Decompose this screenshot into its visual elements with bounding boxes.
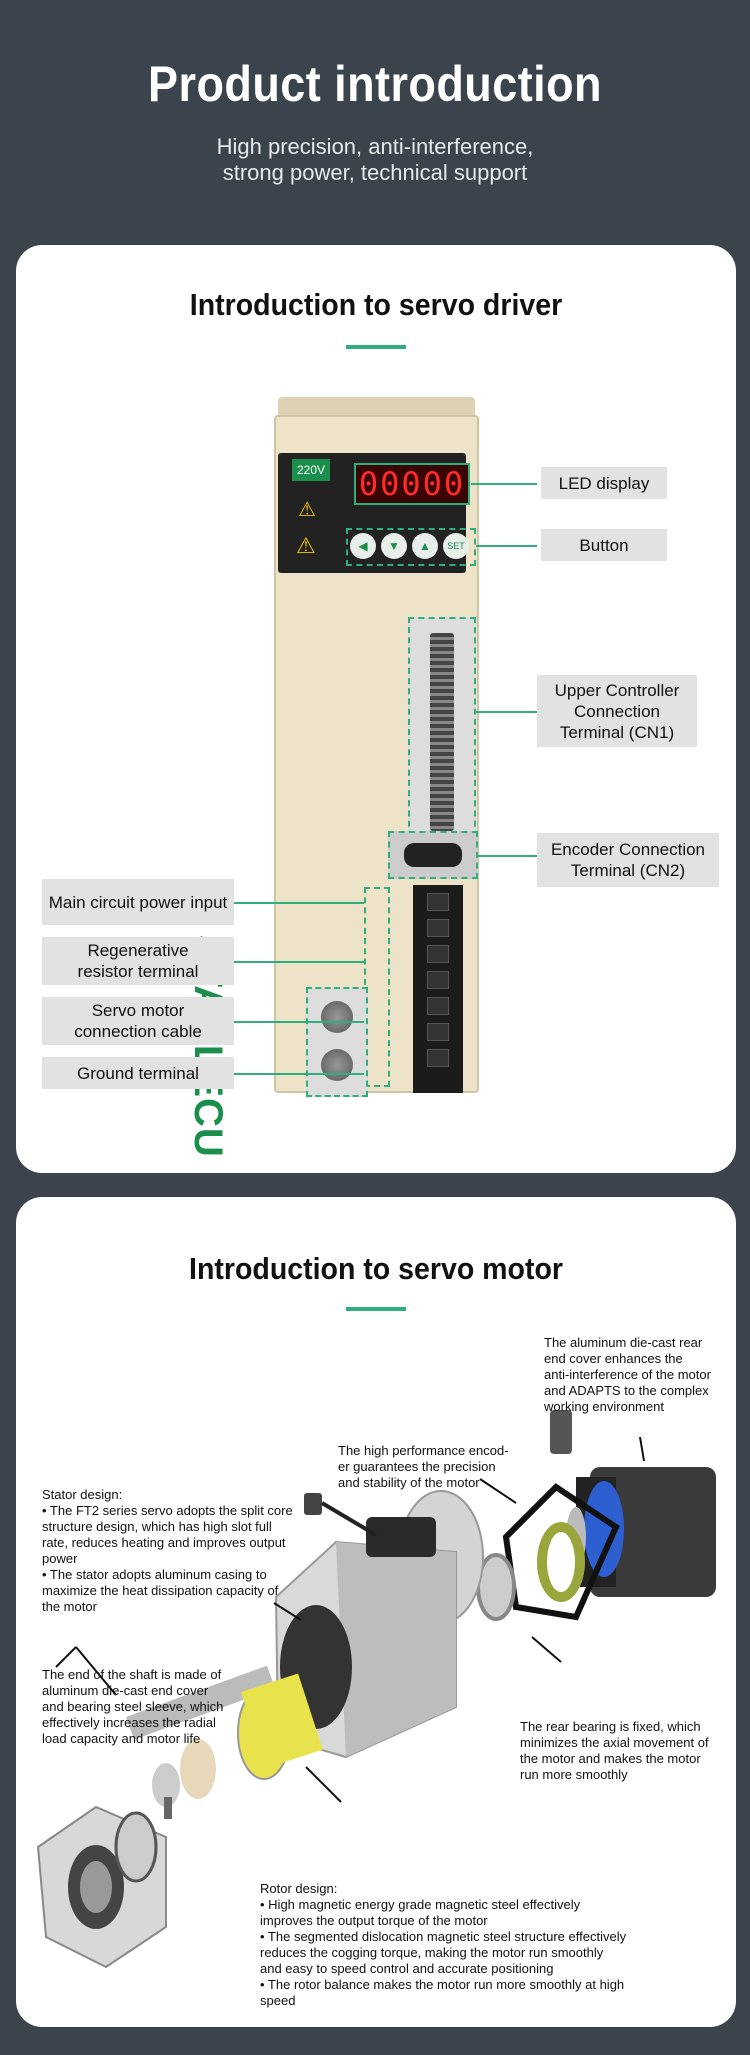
electric-warning-icon: ⚠ [296,533,316,558]
label-button: Button [541,529,667,561]
note-line: The end of the shaft is made of [42,1667,222,1682]
label-motor-cable: Servo motor connection cable [42,997,234,1045]
note-line: • The FT2 series servo adopts the split … [42,1503,293,1518]
note-line: and ADAPTS to the complex [544,1383,709,1398]
ground-screws [306,987,368,1097]
driver-section-title: Introduction to servo driver [189,287,563,322]
label-motor-line: connection cable [74,1022,202,1041]
note-stator: Stator design: • The FT2 series servo ad… [42,1487,312,1615]
note-line: • The segmented dislocation magnetic ste… [260,1929,627,1944]
note-line: the motor and makes the motor [520,1751,701,1766]
note-line: anti-interference of the motor [544,1367,711,1382]
note-line: and bearing steel sleeve, which [42,1699,224,1714]
note-line: power [42,1551,78,1566]
voltage-badge: 220V [292,459,330,481]
driver-top-vent [278,397,475,419]
label-motor-line: Servo motor [91,1001,185,1020]
note-line: er guarantees the precision [338,1459,496,1474]
left-key: ◀ [350,533,376,559]
title-accent-bar [346,345,406,349]
note-line: The rear bearing is fixed, which [520,1719,701,1734]
label-regen-line: Regenerative [87,941,189,960]
note-line: load capacity and motor life [42,1731,201,1746]
subtitle-line-2: strong power, technical support [222,160,528,185]
label-cn1-line: Upper Controller [554,680,680,700]
cn2-pins [404,843,462,867]
led-display: 00000 [354,463,470,505]
led-digits: 00000 [358,465,466,503]
hero-banner: Product introduction High precision, ant… [0,0,750,240]
set-key: SET [443,533,469,559]
note-line: aluminum die-cast end cover [42,1683,209,1698]
leader-cn1 [476,711,537,713]
title-accent-bar [346,1307,406,1311]
note-line: and stability of the motor [338,1475,480,1490]
note-line: speed [260,1993,296,2008]
leader-ground [234,1073,364,1075]
note-bearing: The rear bearing is fixed, which minimiz… [520,1719,730,1783]
note-encoder: The high performance encod- er guarantee… [338,1443,528,1491]
note-line: Rotor design: [260,1881,338,1896]
cn2-connector [388,831,478,879]
note-line: working environment [544,1399,664,1414]
label-led-display: LED display [541,467,667,499]
leader-main-power [234,902,364,904]
note-line: the motor [42,1599,97,1614]
label-regen: Regenerative resistor terminal [42,937,234,985]
note-line: end cover enhances the [544,1351,683,1366]
subtitle-line-1: High precision, anti-interference, [216,134,534,159]
page-subtitle: High precision, anti-interference, stron… [0,134,750,186]
page-title: Product introduction [148,56,602,112]
cn1-connector [408,617,476,847]
motor-section-title: Introduction to servo motor [189,1251,563,1286]
label-cn1-line: Connection [573,701,660,721]
hot-surface-warning-icon: ⚠ [298,499,316,521]
servo-motor-card: Introduction to servo motor [16,1197,736,2027]
note-line: structure design, which has high slot fu… [42,1519,272,1534]
label-ground: Ground terminal [42,1057,234,1089]
note-line: minimizes the axial movement of [520,1735,709,1750]
screw-icon [321,1049,353,1081]
note-line: The aluminum die-cast rear [544,1335,703,1350]
leader-led [471,483,537,485]
note-shaft: The end of the shaft is made of aluminum… [42,1667,262,1747]
label-cn2-line: Encoder Connection [550,840,706,859]
note-line: Stator design: [42,1487,123,1502]
down-key: ▼ [381,533,407,559]
leader-regen [234,961,364,963]
note-line: run more smoothly [520,1767,628,1782]
leader-button [476,545,537,547]
label-regen-line: resistor terminal [77,962,199,981]
note-line: maximize the heat dissipation capacity o… [42,1583,279,1598]
leader-cn2 [478,855,537,857]
label-cn1-line: Terminal (CN1) [559,722,675,742]
exploded-motor-illustration [36,1410,716,1969]
label-cn2: Encoder Connection Terminal (CN2) [537,833,719,887]
note-rotor: Rotor design: • High magnetic energy gra… [260,1881,680,2009]
note-line: • The stator adopts aluminum casing to [42,1567,267,1582]
note-line: effectively increases the radial [42,1715,216,1730]
note-line: and easy to speed control and accurate p… [260,1961,554,1976]
label-cn1: Upper Controller Connection Terminal (CN… [537,675,697,747]
servo-driver-card: Introduction to servo driver 220V ⚠ ⚠ 00… [16,245,736,1173]
terminal-block [413,885,463,1093]
label-cn2-line: Terminal (CN2) [570,861,686,880]
note-rear-cover: The aluminum die-cast rear end cover enh… [544,1335,734,1415]
leader-motor-cable [234,1021,364,1023]
up-key: ▲ [412,533,438,559]
screw-icon [321,1001,353,1033]
note-line: The high performance encod- [338,1443,509,1458]
label-main-power: Main circuit power input [42,879,234,925]
note-line: • The rotor balance makes the motor run … [260,1977,625,1992]
note-line: • High magnetic energy grade magnetic st… [260,1897,581,1912]
note-line: improves the output torque of the motor [260,1913,488,1928]
cn1-pins [430,633,454,831]
note-line: reduces the cogging torque, making the m… [260,1945,604,1960]
note-line: rate, reduces heating and improves outpu… [42,1535,286,1550]
button-group [346,528,476,566]
